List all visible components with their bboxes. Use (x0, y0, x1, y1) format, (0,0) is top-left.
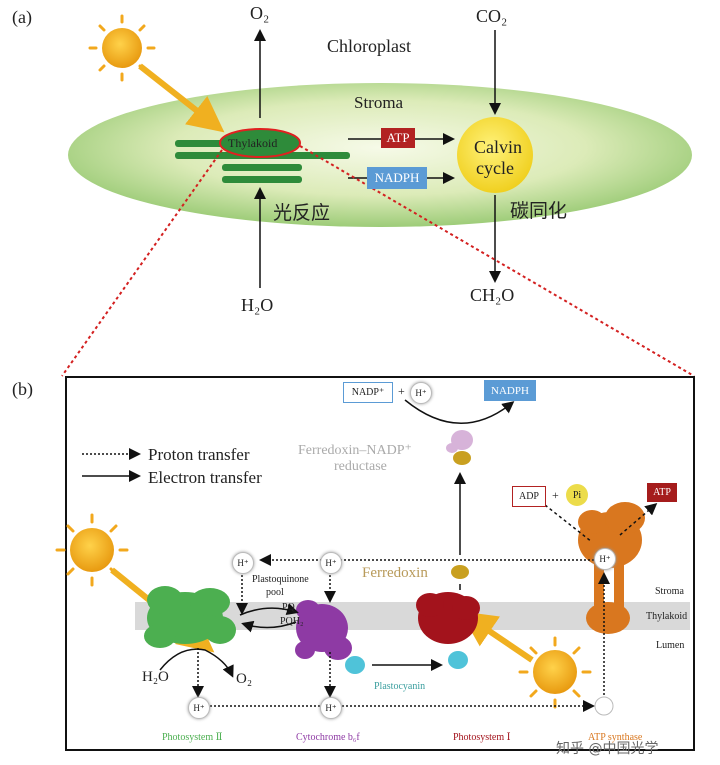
sun-icon (88, 14, 156, 82)
h2o-label-b: H₂O (142, 669, 169, 685)
pi-circle: Pi (566, 484, 588, 506)
ps1-label: Photosystem Ⅰ (453, 732, 511, 743)
photosystem-2-protein (144, 586, 236, 648)
plastocyanin-protein (345, 651, 468, 674)
ferredoxin-label: Ferredoxin (362, 565, 428, 581)
stroma-label-b: Stroma (655, 586, 684, 597)
zoom-line-right (299, 145, 695, 377)
light-ray-arrow-right (460, 611, 534, 663)
water-split-electron-arrow (159, 648, 234, 678)
h-plus-top-mid: H⁺ (320, 552, 342, 574)
h-plus-synthase: H⁺ (594, 548, 616, 570)
h-plus-top-left: H⁺ (232, 552, 254, 574)
synthase-proton-entry (594, 696, 614, 716)
legend-proton-label: Proton transfer (148, 445, 250, 464)
panel-b-label: (b) (12, 379, 33, 399)
calvin-cycle-circle (457, 117, 533, 193)
h-plus-bottom-left: H⁺ (188, 697, 210, 719)
co2-label: CO₂ (476, 6, 508, 26)
thylakoid-label: Thylakoid (228, 136, 278, 150)
fnr-label-line2: reductase (334, 459, 387, 474)
legend-electron-label: Electron transfer (148, 468, 262, 487)
light-reaction-label: 光反应 (273, 202, 331, 224)
panel-a-label: (a) (12, 7, 32, 27)
h2o-label: H₂O (241, 295, 274, 315)
calvin-label-line2: cycle (476, 158, 514, 178)
nadp-plus-box: NADP⁺ (343, 382, 393, 403)
zoom-line-left (61, 149, 223, 377)
stroma-label: Stroma (354, 93, 404, 112)
atp-synthase-protein (578, 502, 645, 634)
atp-synthase-label: ATP synthase (588, 732, 643, 743)
chloroplast-label: Chloroplast (327, 36, 411, 56)
cytochrome-b6f-protein (295, 600, 352, 660)
adp-box: ADP (512, 486, 546, 507)
fnr-protein (446, 430, 473, 453)
calvin-label-line1: Calvin (474, 137, 522, 157)
nadp-plus-sign: + (398, 384, 405, 398)
photosystem-1-protein (416, 592, 480, 644)
cytb6f-label: Cytochrome b₆f (296, 732, 360, 743)
plastocyanin-label: Plastocyanin (374, 681, 426, 692)
o2-label: O₂ (250, 3, 270, 23)
pqh2-label: PQH₂ (280, 616, 304, 627)
adp-plus-sign: + (552, 488, 559, 502)
synthase-to-atp-line (619, 503, 658, 536)
light-ray-arrow (138, 63, 225, 133)
atp-box: ATP (381, 128, 415, 148)
sun-icon-right (518, 636, 592, 709)
pq-label: PQ (282, 602, 295, 613)
o2-label-b: O₂ (236, 671, 253, 687)
thylakoid-label-b: Thylakoid (646, 611, 688, 622)
pq-pool-label-line2: pool (266, 587, 284, 598)
h-plus-bottom-mid: H⁺ (320, 697, 342, 719)
atp-box-b: ATP (647, 483, 677, 502)
adp-to-synthase-line (544, 504, 593, 543)
watermark: 知乎 @中国光学 (556, 741, 659, 757)
lumen-label: Lumen (656, 640, 685, 651)
ferredoxin-protein (451, 451, 471, 579)
nadph-formation-arrow (404, 399, 515, 424)
pqh2-electron-arrow (241, 620, 297, 633)
fnr-label-line1: Ferredoxin–NADP⁺ (298, 443, 412, 458)
thylakoid-highlight-oval (219, 128, 301, 158)
ps2-label: Photosystem Ⅱ (162, 732, 223, 743)
carbon-fixation-label: 碳同化 (510, 200, 568, 222)
nadph-box-b: NADPH (484, 380, 536, 401)
nadph-box: NADPH (367, 167, 427, 189)
panel-b-frame (65, 376, 695, 751)
h-plus-nadp: H⁺ (410, 382, 432, 404)
pq-pool-label-line1: Plastoquinone (252, 574, 309, 585)
ch2o-label: CH₂O (470, 285, 515, 305)
